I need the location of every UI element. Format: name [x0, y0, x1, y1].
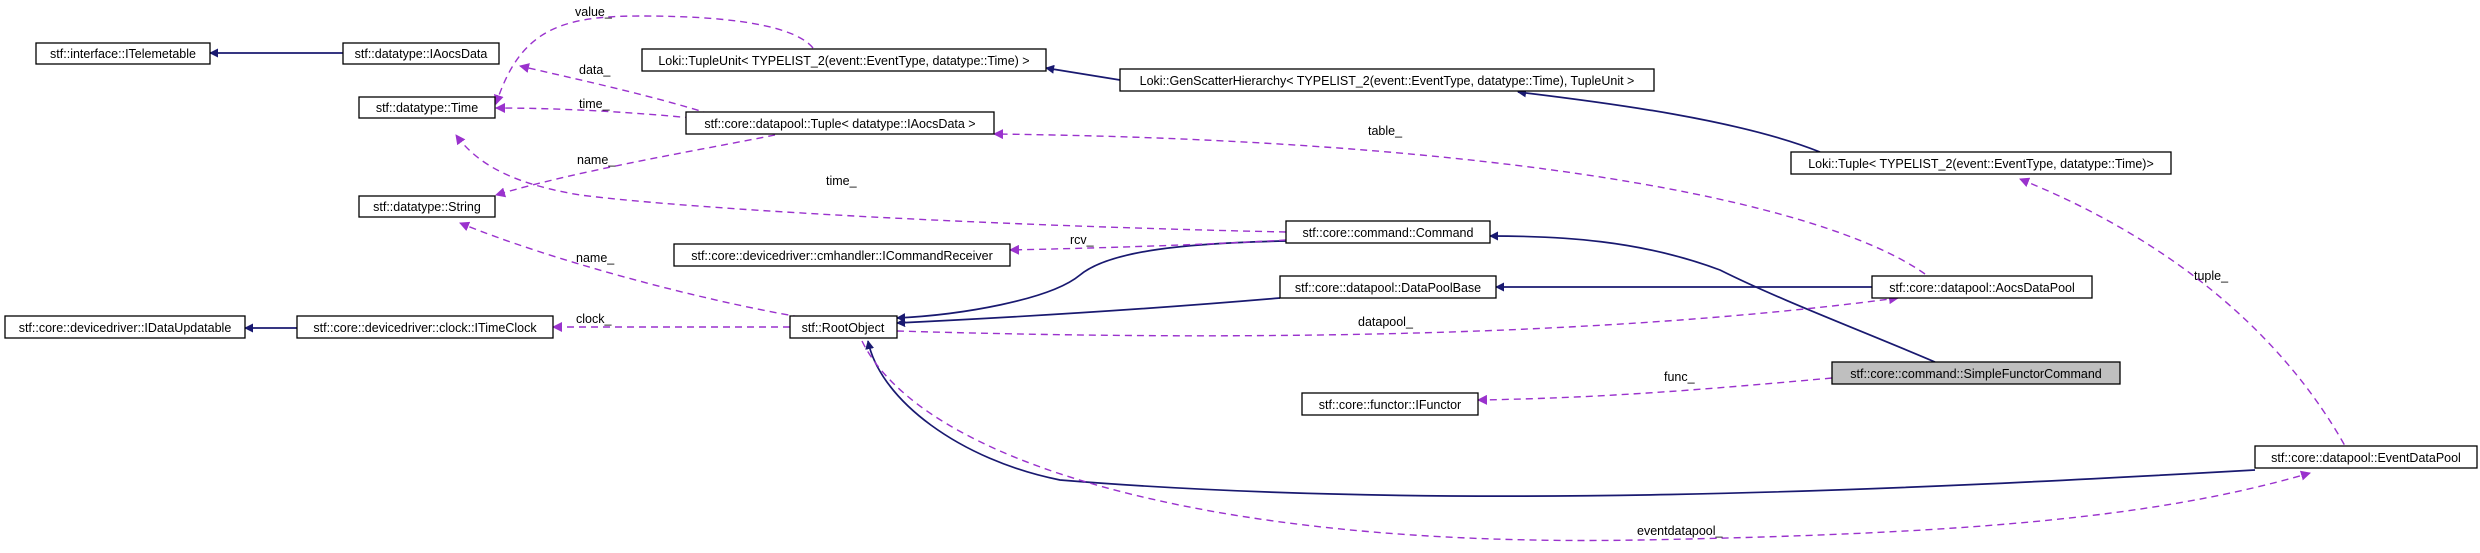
node-simplefunctorcommand[interactable]: stf::core::command::SimpleFunctorCommand: [1831, 361, 2121, 385]
edge-label-value: value_: [575, 5, 613, 19]
svg-text:stf::core::devicedriver::cmhan: stf::core::devicedriver::cmhandler::ICom…: [691, 249, 993, 263]
node-itimeclock[interactable]: stf::core::devicedriver::clock::ITimeClo…: [296, 315, 554, 339]
node-eventdatapool[interactable]: stf::core::datapool::EventDataPool: [2254, 445, 2478, 469]
edge-rootobject-datapool-to-aocsdatapool: [896, 294, 1899, 337]
edge-label-tuple: tuple_: [2194, 269, 2229, 283]
svg-text:Loki::Tuple< TYPELIST_2(event:: Loki::Tuple< TYPELIST_2(event::EventType…: [1808, 157, 2154, 171]
edge-label-eventdatapool: eventdatapool_: [1637, 524, 1724, 538]
svg-text:stf::core::command::SimpleFunc: stf::core::command::SimpleFunctorCommand: [1850, 367, 2102, 381]
edge-label-datapool: datapool_: [1358, 315, 1414, 329]
svg-text:stf::core::datapool::Tuple< da: stf::core::datapool::Tuple< datatype::IA…: [704, 117, 975, 131]
node-rootobject[interactable]: stf::RootObject: [789, 315, 898, 339]
svg-text:stf::RootObject: stf::RootObject: [802, 321, 885, 335]
edge-tuple-data-to-iaocsdata: [519, 63, 711, 115]
edge-label-data: data_: [579, 63, 611, 77]
edge-tupleunit-value-to-time: [494, 15, 814, 105]
edge-eventdatapool-to-rootobject: [865, 340, 2256, 498]
node-ifunctor[interactable]: stf::core::functor::IFunctor: [1301, 392, 1479, 416]
edge-command-rcv-to-icommandreceiver: [1009, 239, 1287, 255]
edge-label-time-tuple: time_: [579, 97, 611, 111]
node-loki-tuple[interactable]: Loki::Tuple< TYPELIST_2(event::EventType…: [1790, 151, 2172, 175]
edge-label-rcv: rcv_: [1070, 233, 1095, 247]
edge-datapoolbase-to-rootobject: [896, 297, 1281, 328]
svg-text:stf::core::devicedriver::IData: stf::core::devicedriver::IDataUpdatable: [19, 321, 232, 335]
node-command[interactable]: stf::core::command::Command: [1285, 220, 1491, 244]
svg-text:stf::core::datapool::AocsDataP: stf::core::datapool::AocsDataPool: [1889, 281, 2075, 295]
node-datapoolbase[interactable]: stf::core::datapool::DataPoolBase: [1279, 275, 1497, 299]
edge-label-clock: clock_: [576, 312, 612, 326]
node-genscatterhierarchy[interactable]: Loki::GenScatterHierarchy< TYPELIST_2(ev…: [1119, 68, 1655, 92]
edge-simplefunctorcommand-func-to-ifunctor: [1477, 377, 1833, 405]
svg-text:Loki::GenScatterHierarchy< TYP: Loki::GenScatterHierarchy< TYPELIST_2(ev…: [1140, 74, 1635, 88]
edge-eventdatapool-tuple-to-lokituple: [2019, 177, 2351, 456]
svg-text:stf::core::datapool::EventData: stf::core::datapool::EventDataPool: [2271, 451, 2461, 465]
edge-rootobject-name-to-string: [459, 221, 801, 318]
node-tupleunit[interactable]: Loki::TupleUnit< TYPELIST_2(event::Event…: [641, 48, 1047, 72]
node-idataupdatable[interactable]: stf::core::devicedriver::IDataUpdatable: [4, 315, 246, 339]
edge-command-to-rootobject: [896, 240, 1287, 323]
node-icommandreceiver[interactable]: stf::core::devicedriver::cmhandler::ICom…: [673, 243, 1011, 267]
node-aocsdatapool[interactable]: stf::core::datapool::AocsDataPool: [1871, 275, 2093, 299]
edge-tuple-name-to-string: [495, 134, 776, 198]
node-string[interactable]: stf::datatype::String: [358, 195, 496, 218]
edge-label-name-root: name_: [576, 251, 615, 265]
edge-label-name-tuple: name_: [577, 153, 616, 167]
node-itelemetable[interactable]: stf::interface::ITelemetable: [35, 42, 211, 65]
edge-rootobject-eventdatapool-to-eventdatapool: [861, 340, 2311, 542]
svg-text:stf::datatype::String: stf::datatype::String: [373, 200, 481, 214]
edge-genscatter-to-tupleunit: [1045, 64, 1121, 81]
edge-command-time-to-time: [455, 134, 1287, 233]
svg-text:Loki::TupleUnit< TYPELIST_2(ev: Loki::TupleUnit< TYPELIST_2(event::Event…: [658, 54, 1029, 68]
edge-simplefunctorcommand-to-command: [1489, 231, 1936, 363]
svg-text:stf::core::datapool::DataPoolB: stf::core::datapool::DataPoolBase: [1295, 281, 1481, 295]
node-iaocsdata[interactable]: stf::datatype::IAocsData: [342, 42, 500, 65]
edge-label-func: func_: [1664, 370, 1696, 384]
edge-lokituple-to-genscatter: [1517, 88, 1821, 153]
svg-text:stf::datatype::Time: stf::datatype::Time: [376, 101, 478, 115]
svg-text:stf::core::devicedriver::clock: stf::core::devicedriver::clock::ITimeClo…: [313, 321, 537, 335]
node-time[interactable]: stf::datatype::Time: [358, 96, 496, 119]
svg-text:stf::core::functor::IFunctor: stf::core::functor::IFunctor: [1319, 398, 1461, 412]
svg-text:stf::interface::ITelemetable: stf::interface::ITelemetable: [50, 47, 196, 61]
node-tuple-iaocsdata[interactable]: stf::core::datapool::Tuple< datatype::IA…: [685, 111, 995, 135]
edge-label-time-command: time_: [826, 174, 858, 188]
edge-tuple-time-to-time: [495, 103, 693, 119]
svg-text:stf::datatype::IAocsData: stf::datatype::IAocsData: [355, 47, 488, 61]
svg-text:stf::core::command::Command: stf::core::command::Command: [1303, 226, 1474, 240]
edge-label-table: table_: [1368, 124, 1403, 138]
